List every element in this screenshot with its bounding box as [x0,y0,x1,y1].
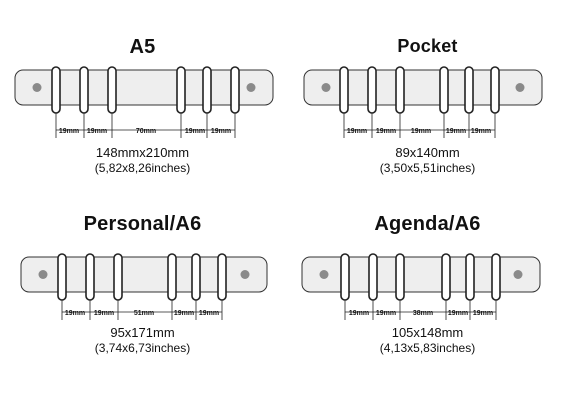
ring [339,66,349,114]
dimensions-mm: 89x140mm [395,145,460,160]
spacing-label: 19mm [376,310,396,317]
panel-title: Personal/A6 [83,213,202,235]
spacing-label: 19mm [199,310,219,317]
rivet-left-icon [321,83,331,92]
panel-agenda-a6: 19mm 19mm 38mm 19mm 19mm Agenda/A6 105x148mm… [285,201,570,402]
spacing-label: 38mm [413,310,433,317]
ring [441,253,451,301]
spacing-label: 19mm [471,128,491,135]
spacing-label: 19mm [87,128,107,135]
ring [85,253,95,301]
spacing-label: 19mm [446,128,466,135]
rivet-left-icon [319,270,329,279]
panel-personal-a6: 19mm 19mm 51mm 19mm 19mm Personal/A6 95x171m… [0,201,285,402]
panel-a5: 19mm 19mm 70mm 19mm 19mm A5 148mmx210mm (5,8… [0,0,285,201]
binder-mechanism-personal-a6: 19mm 19mm 51mm 19mm 19mm [20,253,268,320]
dimensions-inches: (4,13x5,83inches) [379,341,476,355]
spacing-label: 19mm [59,128,79,135]
spacing-label: 70mm [136,128,156,135]
ring [367,66,377,114]
spacing-label: 19mm [65,310,85,317]
ring [107,66,117,114]
spacing-label: 19mm [411,128,431,135]
spacing-label: 19mm [376,128,396,135]
binder-mechanism-agenda-a6: 19mm 19mm 38mm 19mm 19mm [301,253,541,320]
ring [491,253,501,301]
ring [490,66,500,114]
ring [230,66,240,114]
rivet-right-icon [246,83,256,92]
ring [368,253,378,301]
ring [464,66,474,114]
spacing-label: 19mm [349,310,369,317]
dimensions-mm: 105x148mm [391,325,464,340]
rivet-right-icon [515,83,525,92]
ring [79,66,89,114]
rivet-left-icon [32,83,42,92]
binder-mechanism-pocket: 19mm 19mm 19mm 19mm 19mm [303,66,543,138]
metal-plate [301,256,541,293]
ring [395,253,405,301]
ring [57,253,67,301]
binder-mechanism-a5: 19mm 19mm 70mm 19mm 19mm [14,66,274,138]
spacing-label: 19mm [211,128,231,135]
spacing-label: 19mm [94,310,114,317]
ring [191,253,201,301]
spacing-label: 19mm [185,128,205,135]
dimensions-mm: 95x171mm [110,325,175,340]
dimensions-mm: 148mmx210mm [95,145,190,160]
ring [202,66,212,114]
ring [439,66,449,114]
metal-plate [20,256,268,293]
spacing-label: 19mm [174,310,194,317]
ring [340,253,350,301]
dimensions-inches: (3,50x5,51inches) [379,161,476,175]
spacing-label: 51mm [134,310,154,317]
ring [465,253,475,301]
spacing-label: 19mm [473,310,493,317]
spacing-label: 19mm [347,128,367,135]
panel-title: Pocket [397,36,458,56]
rivet-right-icon [513,270,523,279]
spacing-label: 19mm [448,310,468,317]
rivet-left-icon [38,270,48,279]
ring [217,253,227,301]
ring [395,66,405,114]
ring [51,66,61,114]
ring [167,253,177,301]
panel-title: A5 [129,36,156,58]
dimensions-inches: (5,82x8,26inches) [94,161,191,175]
panel-pocket: 19mm 19mm 19mm 19mm 19mm Pocket 89x140mm (3,… [285,0,570,201]
rivet-right-icon [240,270,250,279]
ring [113,253,123,301]
metal-plate [303,69,543,106]
ring [176,66,186,114]
dimensions-inches: (3,74x6,73inches) [94,341,191,355]
panel-title: Agenda/A6 [374,213,481,235]
